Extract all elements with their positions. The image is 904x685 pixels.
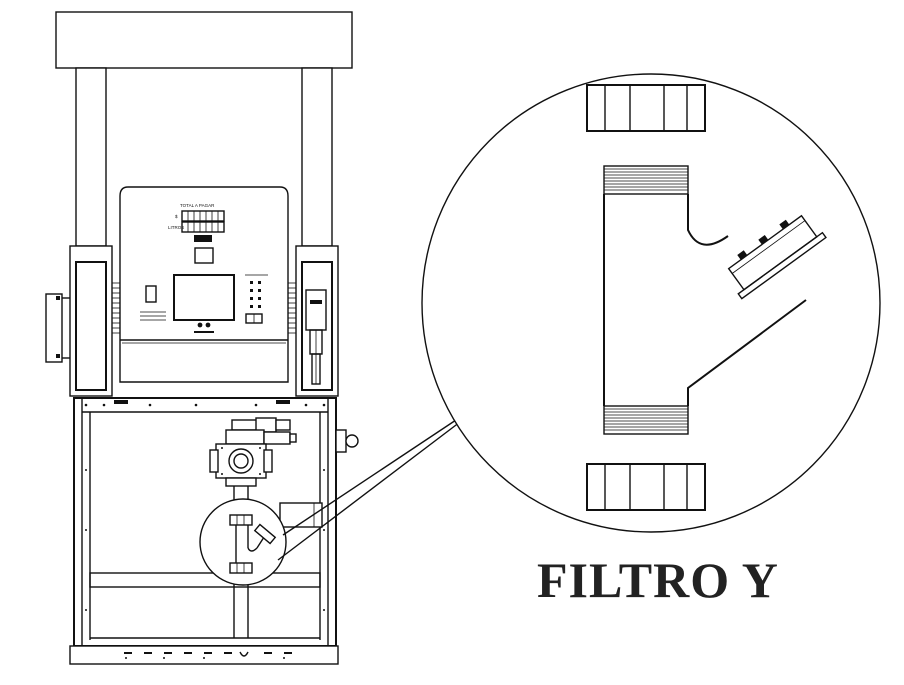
bottom-connector: [586, 463, 706, 511]
display-header: TOTAL A PAGAR: [180, 203, 215, 208]
round-button-right: [205, 322, 211, 328]
y-strainer-body: [603, 165, 827, 435]
leader-lines: [277, 419, 461, 561]
round-button-left: [197, 322, 203, 328]
display-row-2-label: LITROS: [168, 225, 184, 230]
fuel-dispenser: TOTAL A PAGAR $ LITROS: [45, 11, 359, 665]
diagram-title: FILTRO Y: [537, 552, 779, 608]
nozzle-holder: [305, 289, 327, 385]
right-column: [301, 67, 333, 247]
card-slot: [145, 285, 157, 303]
detail-circle: [421, 73, 881, 533]
price-display: TOTAL A PAGAR $ LITROS: [168, 203, 225, 264]
dispenser-screen: [173, 274, 235, 321]
pump-meter-assembly: [209, 417, 297, 487]
filter-detail-view: [421, 73, 881, 533]
left-louvre: [111, 282, 121, 334]
canopy-top: [55, 11, 353, 69]
head-housing: [119, 186, 289, 383]
top-connector: [586, 84, 706, 132]
keypad: [245, 274, 268, 324]
display-row-1-label: $: [175, 214, 178, 219]
right-louvre: [287, 282, 297, 334]
left-hose-holder: [45, 293, 70, 363]
base-plinth: [69, 645, 339, 665]
left-column: [75, 67, 107, 247]
filter-location-circle: [199, 498, 287, 586]
